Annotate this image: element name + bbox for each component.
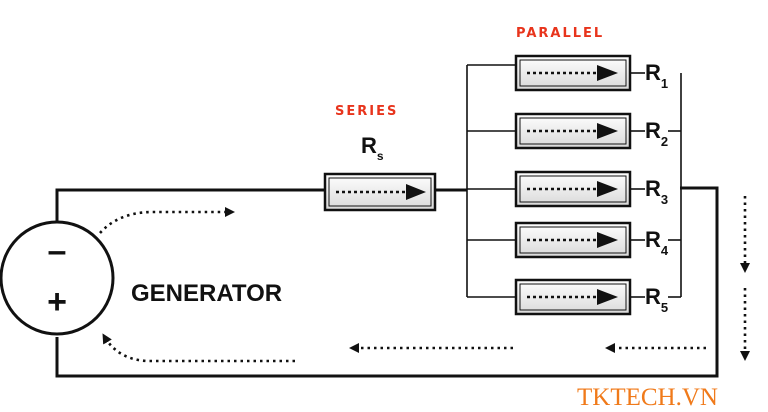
series-resistor <box>323 172 437 212</box>
r2-label: R2 <box>645 118 668 149</box>
resistor-r4 <box>514 221 632 259</box>
r4-arrow-icon <box>597 232 618 248</box>
wire-generator-to-series <box>55 188 325 222</box>
flow-arrow-out <box>99 207 235 234</box>
resistor-r3 <box>514 170 632 208</box>
r2-arrow-icon <box>597 123 618 139</box>
watermark: TKTECH.VN <box>577 384 718 411</box>
parallel-resistors <box>514 54 632 316</box>
r3-arrow-icon <box>597 181 618 197</box>
flow-arrow-in <box>102 333 295 363</box>
resistor-r1 <box>514 54 632 92</box>
generator-plus: + <box>47 283 67 321</box>
r1-arrow-icon <box>597 65 618 81</box>
resistor-r2 <box>514 112 632 150</box>
series-label: SERIES <box>335 104 398 119</box>
r4-label: R4 <box>645 227 669 258</box>
r1-label: R1 <box>645 60 668 91</box>
r5-label: R5 <box>645 284 668 315</box>
flow-arrows <box>99 196 750 363</box>
generator-label: GENERATOR <box>131 280 282 307</box>
wire-return <box>55 186 719 378</box>
resistor-r5 <box>514 278 632 316</box>
parallel-bus <box>466 64 682 298</box>
r3-label: R3 <box>645 176 668 207</box>
generator-circle <box>0 220 115 336</box>
series-arrow-icon <box>406 184 426 200</box>
wiring <box>55 186 719 378</box>
resistor-labels: Rs R1 R2 R3 R4 R5 <box>361 60 669 315</box>
generator-minus: – <box>48 232 67 270</box>
r5-arrow-icon <box>597 289 618 305</box>
rs-label: Rs <box>361 133 384 163</box>
generator: – + <box>0 220 115 336</box>
parallel-label: PARALLEL <box>516 26 604 41</box>
